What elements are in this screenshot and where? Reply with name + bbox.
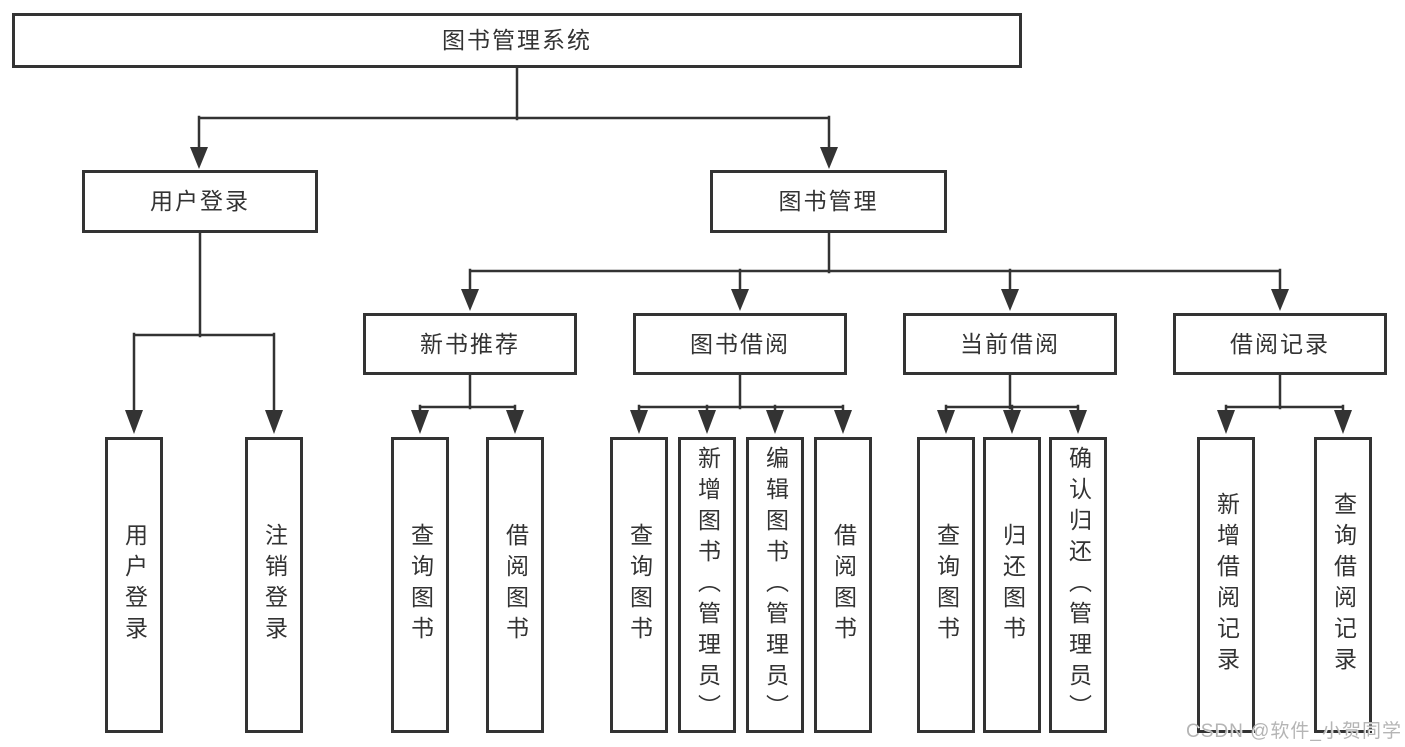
leaf-borrowing-query-books: 查询图书 [610, 437, 668, 733]
leaf-newrec-query-books: 查询图书 [391, 437, 449, 733]
leaf-borrowing-borrow-books-label: 借阅图书 [830, 523, 857, 647]
leaf-borrowing-add-books-admin-label: 新增图书（管理员） [694, 445, 721, 725]
leaf-records-add-record: 新增借阅记录 [1197, 437, 1255, 733]
node-user-login-label: 用户登录 [150, 188, 250, 214]
leaf-user-login-label: 用户登录 [121, 523, 148, 647]
leaf-current-return-books: 归还图书 [983, 437, 1041, 733]
node-book-management: 图书管理 [710, 170, 947, 233]
leaf-logout-label: 注销登录 [261, 523, 288, 647]
node-current-borrowing-label: 当前借阅 [960, 330, 1060, 357]
leaf-newrec-query-books-label: 查询图书 [407, 523, 434, 647]
leaf-current-confirm-return-admin: 确认归还（管理员） [1049, 437, 1107, 733]
node-library-system: 图书管理系统 [12, 13, 1022, 68]
leaf-current-query-books-label: 查询图书 [933, 523, 960, 647]
node-new-book-recommend-label: 新书推荐 [420, 330, 520, 357]
node-new-book-recommend: 新书推荐 [363, 313, 577, 375]
leaf-records-add-record-label: 新增借阅记录 [1213, 492, 1240, 678]
leaf-current-confirm-return-admin-label: 确认归还（管理员） [1065, 445, 1092, 725]
node-user-login: 用户登录 [82, 170, 318, 233]
leaf-borrowing-add-books-admin: 新增图书（管理员） [678, 437, 736, 733]
leaf-user-login: 用户登录 [105, 437, 163, 733]
leaf-borrowing-edit-books-admin: 编辑图书（管理员） [746, 437, 804, 733]
node-library-system-label: 图书管理系统 [442, 27, 592, 53]
node-book-borrowing-label: 图书借阅 [690, 330, 790, 357]
tree-edges [132, 66, 1345, 414]
node-book-management-label: 图书管理 [778, 188, 879, 214]
node-current-borrowing: 当前借阅 [903, 313, 1117, 375]
node-borrow-records: 借阅记录 [1173, 313, 1387, 375]
node-book-borrowing: 图书借阅 [633, 313, 847, 375]
leaf-logout: 注销登录 [245, 437, 303, 733]
leaf-borrowing-query-books-label: 查询图书 [626, 523, 653, 647]
leaf-records-query-record-label: 查询借阅记录 [1330, 492, 1357, 678]
leaf-newrec-borrow-books-label: 借阅图书 [502, 523, 529, 647]
node-borrow-records-label: 借阅记录 [1230, 330, 1330, 357]
leaf-newrec-borrow-books: 借阅图书 [486, 437, 544, 733]
watermark: CSDN @软件_小贺同学 [1186, 721, 1402, 742]
leaf-borrowing-edit-books-admin-label: 编辑图书（管理员） [762, 445, 789, 725]
arrowheads [125, 147, 1352, 434]
leaf-records-query-record: 查询借阅记录 [1314, 437, 1372, 733]
leaf-borrowing-borrow-books: 借阅图书 [814, 437, 872, 733]
leaf-current-return-books-label: 归还图书 [999, 523, 1026, 647]
leaf-current-query-books: 查询图书 [917, 437, 975, 733]
